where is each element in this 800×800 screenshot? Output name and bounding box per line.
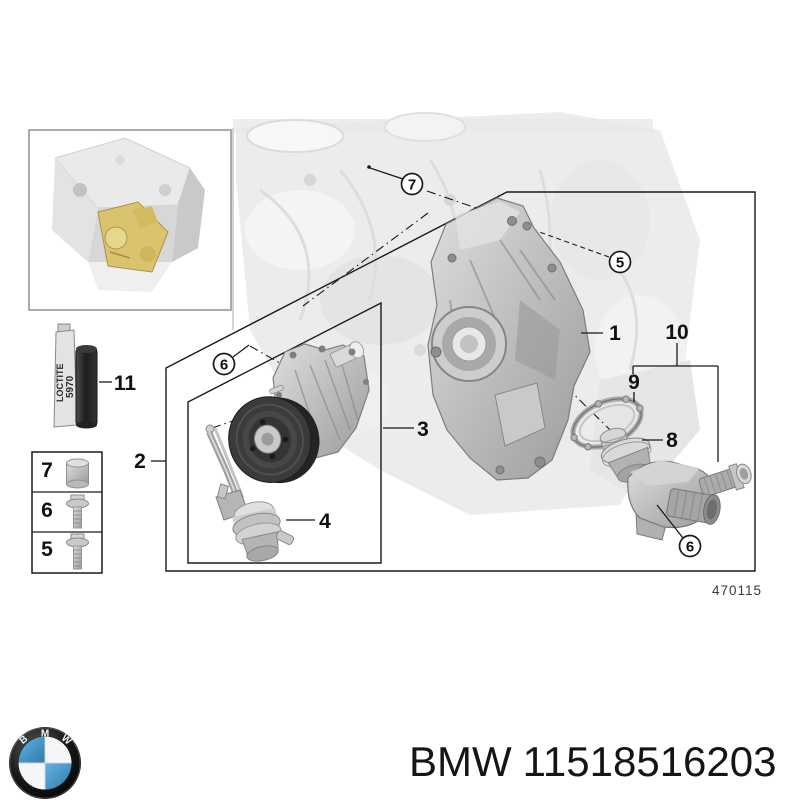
callout-9: 9 bbox=[628, 371, 640, 394]
callout-5: 5 bbox=[616, 255, 624, 272]
table-label-5: 5 bbox=[41, 538, 53, 561]
callout-6-housing: 6 bbox=[686, 539, 694, 556]
housing-upper-hose-neck bbox=[698, 463, 752, 498]
callout-4: 4 bbox=[319, 510, 331, 533]
pump-box-outline-3 bbox=[187, 301, 382, 564]
callout-circle-6-housing bbox=[678, 534, 702, 558]
part-number: 11518516203 bbox=[523, 738, 777, 785]
callout-2: 2 bbox=[134, 450, 146, 473]
callouts: 7 5 6 6 1 10 9 8 3 2 4 11 bbox=[114, 172, 702, 558]
pump-pulley bbox=[228, 396, 320, 484]
fastener-table: 7 6 5 bbox=[31, 451, 103, 574]
loctite-number-text: 5970 bbox=[65, 375, 76, 398]
inset-highlighted-pump bbox=[97, 201, 169, 273]
inset-thumbnail bbox=[28, 129, 232, 311]
housing-lower-hose-neck bbox=[666, 488, 721, 525]
callout-circle-5 bbox=[608, 250, 632, 274]
thermostat-housing-part bbox=[627, 460, 752, 541]
coolant-pump-bracket-part bbox=[427, 197, 591, 481]
callout-7: 7 bbox=[408, 177, 416, 194]
bolt7-location-dot bbox=[367, 165, 371, 169]
loctite-brand-text: LOCTITE bbox=[55, 364, 65, 403]
callout-11: 11 bbox=[114, 372, 137, 395]
callout-8: 8 bbox=[666, 429, 678, 452]
callout-circle-6-pump bbox=[212, 352, 236, 376]
callout-3: 3 bbox=[417, 418, 429, 441]
callout-1: 1 bbox=[609, 322, 621, 345]
sleeve-part bbox=[66, 458, 89, 489]
callout-6-pump: 6 bbox=[220, 357, 228, 374]
drawing-number: 470115 bbox=[712, 583, 762, 598]
actuator-part bbox=[205, 424, 295, 562]
brand-text: BMW bbox=[409, 738, 512, 785]
bolt-short-part bbox=[66, 494, 89, 529]
callout-10: 10 bbox=[665, 321, 688, 344]
leader-lines bbox=[99, 167, 719, 539]
water-pump-part bbox=[228, 341, 370, 484]
logo-letter-m: M bbox=[41, 729, 49, 740]
callout-circle-7 bbox=[400, 172, 424, 196]
table-label-6: 6 bbox=[41, 499, 53, 522]
sealant-tube-part: LOCTITE 5970 bbox=[53, 323, 98, 429]
table-label-7: 7 bbox=[41, 459, 53, 482]
bmw-logo: B M W bbox=[9, 727, 81, 799]
bolt-long-part bbox=[66, 533, 89, 570]
